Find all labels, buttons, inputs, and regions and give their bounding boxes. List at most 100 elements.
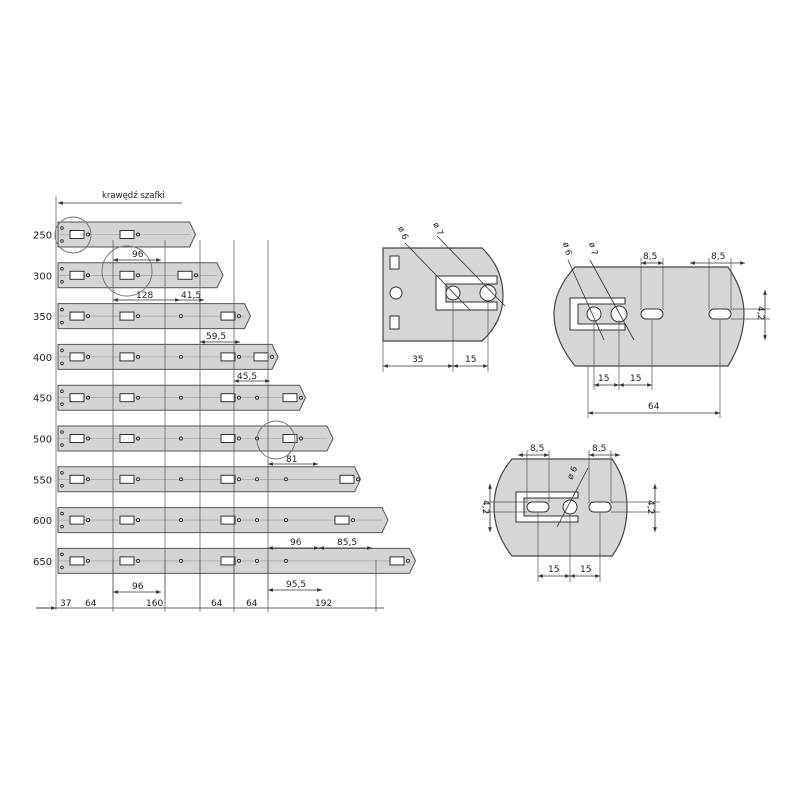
rail-hole <box>136 354 140 359</box>
dim-85-5: 85,5 <box>337 538 357 548</box>
rail-slot <box>220 311 236 321</box>
hole-phi7-1 <box>479 284 497 302</box>
rail-dimensions: 96 128 41,5 59,5 45,5 81 96 85,5 96 95,5 <box>113 250 372 594</box>
rail-length-label: 300 <box>33 271 52 282</box>
rail-slot <box>220 474 236 484</box>
label-8-5a-2: 8,5 <box>643 252 657 262</box>
rail-length-label: 550 <box>33 475 52 486</box>
rail-end-hole <box>60 484 64 488</box>
label-phi6-3: ø 6 <box>566 465 581 481</box>
hole-phi7-2 <box>610 305 628 323</box>
rail-end-hole <box>60 226 64 230</box>
label-15-1: 15 <box>465 355 476 365</box>
rail-hole <box>406 558 410 563</box>
rail-length-label: 450 <box>33 394 52 405</box>
u-slot-2 <box>569 297 626 331</box>
rail-length-label: 250 <box>33 231 52 242</box>
rail-slot <box>119 311 135 321</box>
label-phi6-2: ø 6 <box>560 241 573 256</box>
rail-hole <box>299 436 303 441</box>
rail-hole <box>179 354 183 359</box>
rail-hole <box>179 477 183 482</box>
rail-slot <box>69 230 85 239</box>
rail-hole <box>237 558 241 563</box>
bottom-dimensions: 37 64 160 64 64 192 <box>36 560 384 612</box>
edge-label: krawędź szafki <box>102 191 165 201</box>
oval-3a <box>526 501 550 513</box>
rail-slot <box>119 270 135 280</box>
oval-2a <box>640 308 664 320</box>
rail-hole <box>86 477 90 482</box>
rail-hole <box>351 518 355 523</box>
detail-rear-bracket-long: ø 6 ø 7 8,5 8,5 4,2 15 15 64 <box>553 241 770 418</box>
label-15a-2: 15 <box>598 374 609 384</box>
rail-slot <box>220 515 236 525</box>
rail-slot <box>177 270 193 280</box>
rail-end-hole <box>60 348 64 353</box>
rail-slot <box>282 393 298 403</box>
u-slot-3 <box>515 491 579 523</box>
rail-slot <box>119 474 135 484</box>
dim-41-5: 41,5 <box>181 291 201 301</box>
rail-slot <box>253 352 269 362</box>
rail-hole <box>179 518 183 523</box>
rail-slot <box>69 311 85 321</box>
rail-hole <box>179 558 183 563</box>
label-15b-3: 15 <box>580 565 591 575</box>
label-15b-2: 15 <box>630 374 641 384</box>
dim-96-650: 96 <box>132 582 144 592</box>
label-4-2b-3: 4,2 <box>645 500 655 514</box>
rail-hole <box>86 518 90 523</box>
rail-hole <box>86 558 90 563</box>
rail-slot <box>334 515 350 525</box>
rail-length-label: 650 <box>33 557 52 568</box>
rail-hole <box>237 395 241 400</box>
rail-hole <box>136 558 140 563</box>
rail-hole <box>86 395 90 400</box>
label-8-5a-3: 8,5 <box>530 444 544 454</box>
rail-end-hole <box>60 389 64 394</box>
dim-95-5: 95,5 <box>286 580 306 590</box>
rail-slot <box>69 393 85 403</box>
rail-end-hole <box>60 402 64 407</box>
label-8-5b-2: 8,5 <box>711 252 725 262</box>
detail-rear-bracket-short: ø 6 8,5 8,5 4,2 4,2 15 15 <box>480 444 660 582</box>
rail-300: 300 <box>33 262 224 289</box>
rail-end-hole <box>60 511 64 516</box>
rail-250: 250 <box>33 221 197 248</box>
rail-slot <box>119 393 135 403</box>
rail-end-hole <box>60 267 64 271</box>
rail-slot <box>119 556 135 566</box>
rail-end-hole <box>60 361 64 366</box>
rail-end-hole <box>60 430 64 434</box>
rail-hole <box>136 232 140 237</box>
label-4-2-2: 4,2 <box>755 306 765 320</box>
rail-450: 450 <box>33 384 307 411</box>
rail-hole <box>86 354 90 359</box>
dim-64c: 64 <box>246 599 258 609</box>
label-4-2a-3: 4,2 <box>480 500 490 514</box>
label-8-5b-3: 8,5 <box>592 444 606 454</box>
rail-length-label: 600 <box>33 516 52 527</box>
oval-3b <box>588 501 612 513</box>
hole-phi6-2 <box>586 306 602 322</box>
rail-hole <box>86 232 90 237</box>
rail-length-label: 500 <box>33 435 52 446</box>
rail-slot <box>220 556 236 566</box>
rail-slot <box>282 434 298 443</box>
rail-end-hole <box>60 565 64 570</box>
dim-37: 37 <box>60 599 71 609</box>
rail-slot <box>69 352 85 362</box>
rail-slot <box>69 434 85 443</box>
rail-hole <box>299 395 303 400</box>
rail-slot <box>339 474 355 484</box>
rail-hole <box>86 273 90 278</box>
rail-end-hole <box>60 239 64 243</box>
dim-128: 128 <box>136 291 153 301</box>
rail-hole <box>194 273 198 278</box>
rail-hole <box>237 354 241 359</box>
rail-end-hole <box>60 471 64 475</box>
rail-slot <box>119 352 135 362</box>
